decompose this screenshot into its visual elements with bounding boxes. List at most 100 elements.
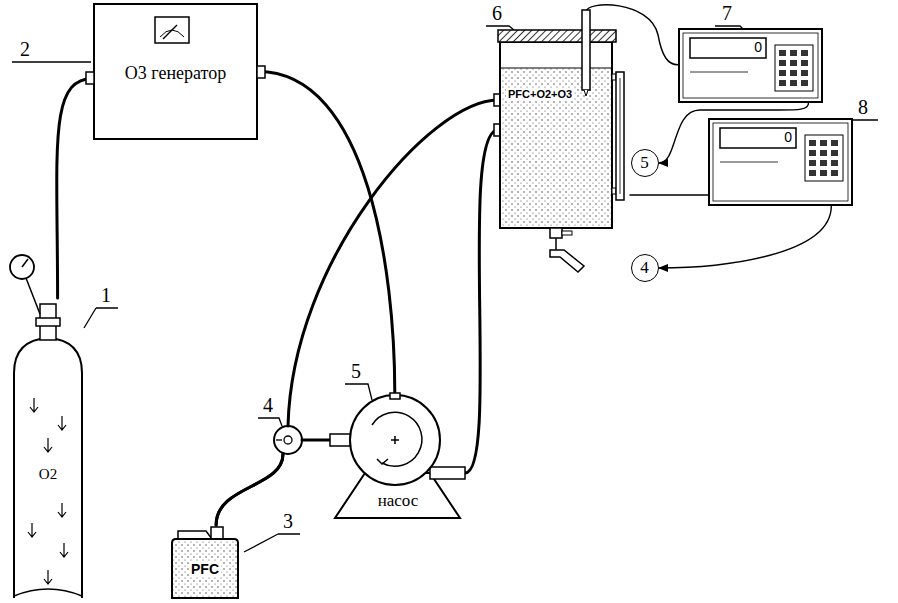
drawing-part	[809, 140, 816, 146]
callout-number: 3	[283, 509, 293, 533]
valve-symbol	[274, 426, 302, 454]
hose	[258, 72, 395, 394]
drawing-part	[390, 393, 400, 399]
meter-8: 0	[708, 118, 853, 206]
drawing-part	[211, 527, 223, 539]
drawing-part	[500, 42, 612, 228]
drawing-part	[820, 140, 827, 146]
drawing-part	[790, 60, 797, 66]
drawing-part	[155, 17, 189, 43]
drawing-part	[350, 395, 440, 485]
callout-number: 4	[640, 258, 649, 278]
valve-core	[284, 436, 292, 444]
drawing-part	[805, 135, 843, 181]
leader-line	[850, 120, 878, 124]
drawing-part	[809, 170, 816, 176]
callout-number: 5	[351, 359, 361, 383]
drawing-part	[178, 531, 212, 539]
drawing-part	[257, 66, 265, 78]
drawing-part	[26, 278, 40, 314]
leader-line	[12, 61, 91, 62]
drawing-part	[94, 4, 257, 139]
drawing-part	[720, 128, 796, 148]
drawing-part	[779, 70, 786, 76]
callout-circle: 5	[631, 149, 659, 177]
drawing-part	[555, 238, 557, 250]
drawing-part	[809, 160, 816, 166]
drawing-part	[163, 25, 177, 39]
drawing-part	[60, 543, 68, 557]
drawing-part	[10, 255, 34, 279]
drawing-part	[801, 80, 808, 86]
drawing-part	[377, 459, 388, 464]
leader-line	[84, 308, 118, 328]
drawing-part	[36, 318, 60, 326]
drawing-part	[790, 80, 797, 86]
drawing-part	[501, 68, 611, 227]
drawing-part	[372, 412, 422, 466]
signal-cable	[630, 194, 708, 195]
drawing-part	[801, 60, 808, 66]
drawing-part	[720, 162, 778, 163]
hose	[216, 440, 330, 525]
drawing-part	[562, 231, 572, 235]
drawing-part	[820, 150, 827, 156]
drawing-part	[391, 436, 399, 444]
drawing-part	[713, 123, 848, 201]
hose	[465, 130, 498, 473]
drawing-part	[831, 170, 838, 176]
callout-number: 4	[263, 393, 273, 417]
leader-line	[244, 534, 300, 552]
drawing-part	[430, 467, 465, 479]
drawing-part	[679, 29, 822, 102]
drawing-part	[582, 10, 590, 90]
drawing-part	[690, 72, 748, 73]
drawing-part	[683, 33, 818, 98]
drawing-part	[620, 78, 621, 194]
node-label: PFC	[189, 561, 221, 577]
drawing-part	[775, 45, 813, 91]
callout-number: 6	[492, 1, 502, 25]
pump: насос	[330, 393, 465, 520]
leader-line	[345, 384, 372, 400]
pfc-canister: PFC	[168, 525, 242, 600]
meter-7: 0	[678, 28, 823, 103]
callout-number: 2	[20, 37, 30, 61]
drawing-part	[30, 398, 38, 412]
oxygen-cylinder-drawing	[8, 298, 88, 600]
callout-circle: 4	[631, 254, 659, 282]
meter-7-drawing	[678, 28, 823, 103]
callout-number: 7	[722, 1, 732, 25]
callout-number: 1	[101, 283, 111, 307]
oxygen-cylinder: O2	[8, 298, 88, 600]
drawing-part	[86, 72, 94, 84]
valve-mark	[276, 439, 282, 440]
drawing-part	[550, 250, 584, 272]
callout-number: 8	[858, 95, 868, 119]
drawing-part	[58, 503, 66, 517]
hose	[57, 78, 93, 298]
drawing-part	[22, 259, 28, 267]
drawing-part	[809, 150, 816, 156]
drawing-part	[44, 570, 52, 584]
drawing-part	[820, 170, 827, 176]
drawing-part	[58, 416, 66, 430]
drawing-part	[801, 50, 808, 56]
drawing-part	[172, 539, 238, 598]
drawing-part	[779, 80, 786, 86]
leader-line	[258, 418, 282, 426]
drawing-part	[14, 589, 82, 596]
drawing-part	[501, 68, 611, 69]
drawing-part	[831, 150, 838, 156]
drawing-part	[550, 228, 562, 238]
hose	[216, 100, 498, 525]
callout-number: 5	[640, 153, 649, 173]
drawing-part	[801, 70, 808, 76]
drawing-part	[690, 38, 766, 58]
drawing-part	[779, 50, 786, 56]
ozone-generator: O3 генератор	[93, 3, 258, 140]
drawing-part	[28, 523, 36, 537]
node-label: 0	[754, 39, 762, 55]
drawing-part	[44, 438, 52, 452]
